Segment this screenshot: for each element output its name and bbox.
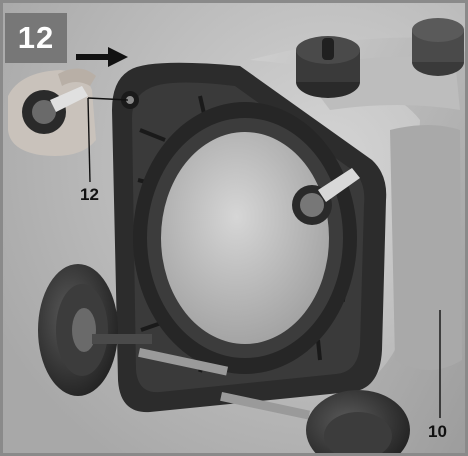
collection-opening xyxy=(161,132,329,344)
lever-on-frame xyxy=(292,168,360,225)
step-number-badge: 12 xyxy=(5,13,67,63)
right-wheel xyxy=(306,390,410,456)
adjustment-knob xyxy=(296,36,360,98)
callout-label-lever: 12 xyxy=(80,185,99,204)
housing-side-panel xyxy=(390,125,462,370)
hand-with-lever xyxy=(8,68,96,156)
rear-axle xyxy=(138,348,311,420)
hinge-pin xyxy=(121,91,139,109)
rear-knob xyxy=(412,18,464,76)
left-wheel xyxy=(38,264,152,396)
callout-12-leader xyxy=(87,97,129,183)
callout-label-housing: 10 xyxy=(428,422,447,441)
arrow-right-icon xyxy=(76,47,128,67)
